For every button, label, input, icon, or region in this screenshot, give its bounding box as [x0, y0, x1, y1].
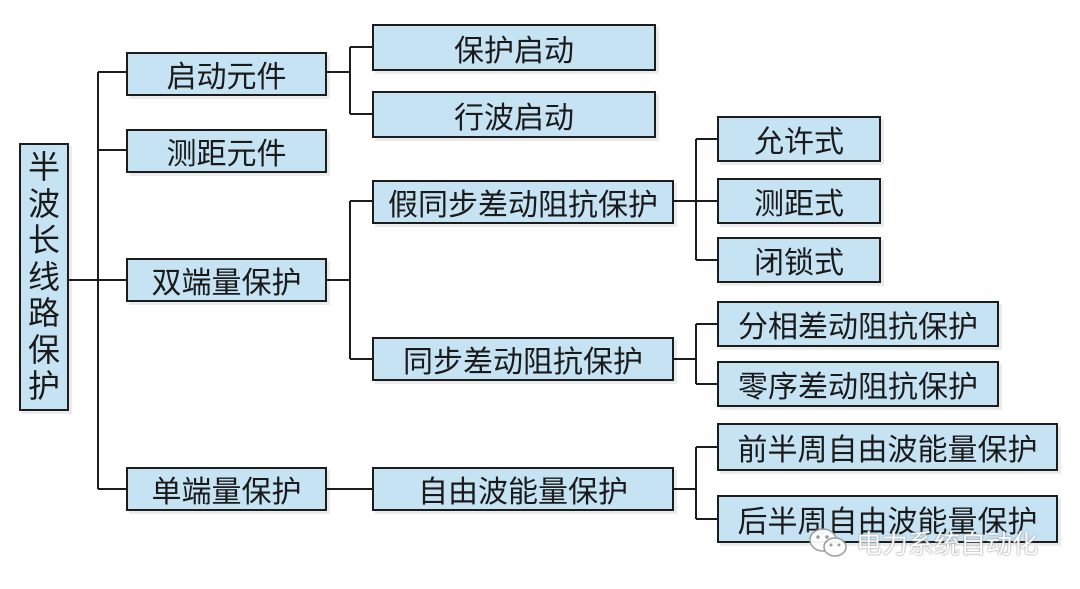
node-pseudo-sync-diff-impedance: 假同步差动阻抗保护 — [372, 180, 674, 224]
root-char: 护 — [27, 367, 60, 406]
node-traveling-wave-startup: 行波启动 — [372, 91, 656, 138]
root-char: 线 — [27, 257, 60, 296]
node-free-wave-energy: 自由波能量保护 — [372, 467, 674, 511]
wechat-icon — [809, 527, 847, 557]
root-node-half-wavelength-line-protection: 半 波 长 线 路 保 护 — [19, 143, 69, 411]
node-startup-element: 启动元件 — [126, 52, 327, 96]
node-permissive: 允许式 — [717, 116, 881, 162]
root-char: 波 — [27, 184, 60, 223]
root-char: 保 — [27, 330, 60, 369]
node-ranging-type: 测距式 — [717, 178, 881, 224]
node-ranging-element: 测距元件 — [126, 129, 327, 173]
node-double-end-protection: 双端量保护 — [126, 258, 327, 302]
root-char: 半 — [27, 148, 60, 187]
watermark-text: 电力系统自动化 — [856, 530, 1039, 560]
watermark: 电力系统自动化 — [808, 524, 1038, 561]
node-single-end-protection: 单端量保护 — [126, 467, 327, 511]
node-phase-diff-impedance: 分相差动阻抗保护 — [717, 301, 999, 347]
node-zero-seq-diff-impedance: 零序差动阻抗保护 — [717, 361, 999, 407]
node-protection-startup: 保护启动 — [372, 24, 656, 71]
root-char: 长 — [27, 221, 60, 260]
node-second-half-free-wave: 后半周自由波能量保护 — [717, 495, 1058, 543]
node-sync-diff-impedance: 同步差动阻抗保护 — [372, 337, 674, 381]
node-first-half-free-wave: 前半周自由波能量保护 — [717, 423, 1058, 471]
node-blocking: 闭锁式 — [717, 237, 881, 283]
root-char: 路 — [27, 294, 60, 333]
